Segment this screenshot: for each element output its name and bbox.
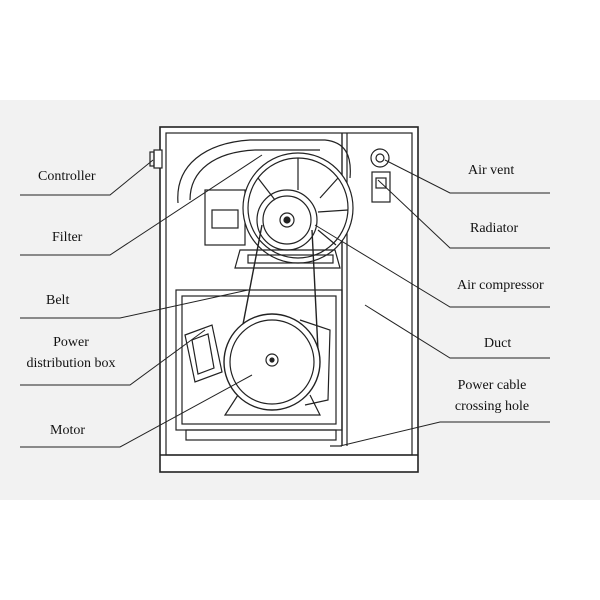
radiator-label: Radiator bbox=[470, 221, 519, 236]
power-distribution-box-label-line2: distribution box bbox=[26, 356, 116, 371]
filter-leader bbox=[20, 154, 263, 256]
power-cable-crossing-hole-label: Power cable crossing hole bbox=[432, 375, 552, 417]
motor-leader bbox=[20, 374, 253, 448]
motor-label: Motor bbox=[50, 423, 85, 438]
air-compressor-leader bbox=[314, 224, 550, 308]
controller-leader bbox=[20, 159, 154, 196]
filter-housing bbox=[177, 139, 351, 246]
power-distribution-box-label: Power distribution box bbox=[6, 332, 136, 374]
power-cable-label-line1: Power cable bbox=[457, 378, 527, 393]
power-distribution-box-label-line1: Power bbox=[53, 335, 89, 350]
air-compressor-label: Air compressor bbox=[457, 278, 544, 293]
duct-label: Duct bbox=[484, 336, 512, 351]
belt-label: Belt bbox=[46, 293, 70, 308]
power-distribution-box-leader bbox=[20, 329, 206, 386]
filter-label: Filter bbox=[52, 230, 83, 245]
power-cable-label-line2: crossing hole bbox=[454, 399, 530, 414]
air-vent-leader bbox=[384, 159, 550, 194]
motor-drawing bbox=[223, 313, 331, 416]
motor-compartment bbox=[175, 289, 343, 441]
air-compressor-unit bbox=[234, 152, 354, 269]
leader-lines bbox=[20, 154, 550, 448]
radiator-drawing bbox=[370, 148, 391, 203]
power-distribution-box-drawing bbox=[184, 324, 223, 383]
radiator-leader bbox=[377, 179, 550, 249]
duct-leader bbox=[364, 304, 550, 359]
air-vent-label: Air vent bbox=[468, 163, 515, 178]
controller-box bbox=[149, 149, 163, 169]
belt-leader bbox=[20, 289, 249, 319]
controller-label: Controller bbox=[38, 169, 96, 184]
power-cable-leader bbox=[339, 421, 550, 447]
